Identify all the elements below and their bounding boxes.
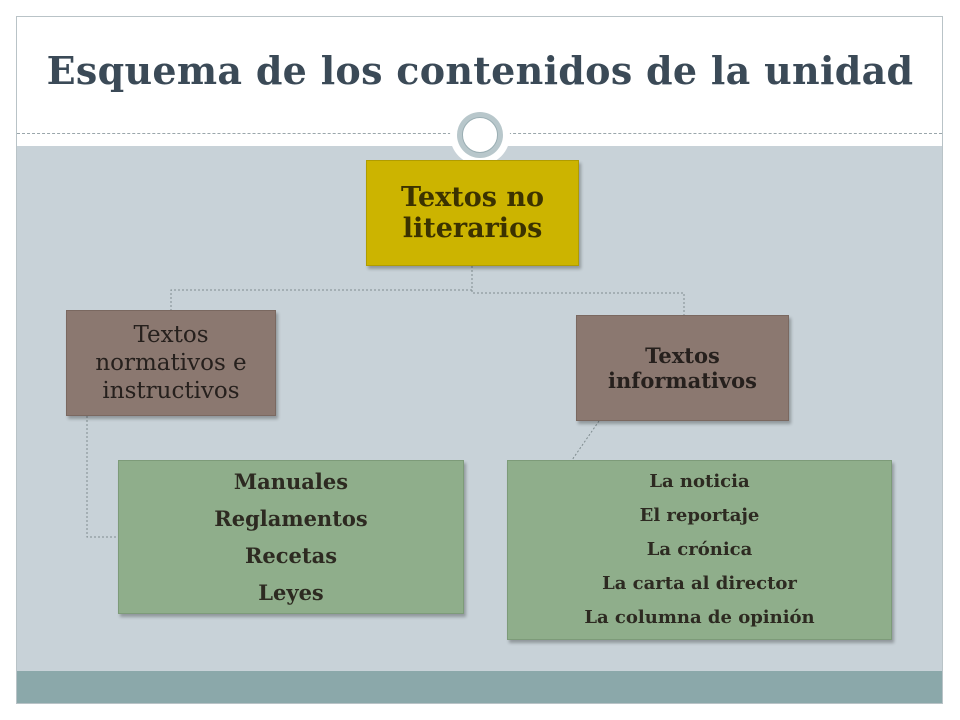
list-item: La noticia (649, 471, 750, 492)
right-leaf-list: La noticia El reportaje La crónica La ca… (507, 460, 892, 640)
list-item: Recetas (244, 543, 338, 568)
list-item: El reportaje (639, 505, 760, 526)
list-item: La crónica (646, 539, 753, 560)
connector-right-to-list (571, 420, 600, 461)
connector-left-to-list (86, 416, 118, 538)
list-item: La columna de opinión (584, 607, 815, 628)
connector-root-to-right (471, 266, 685, 315)
slide-title: Esquema de los contenidos de la unidad (46, 48, 914, 93)
list-item: Manuales (233, 469, 349, 494)
circle-ring-icon-inner (462, 117, 498, 153)
left-branch-label-line: instructivos (102, 378, 240, 404)
connector-root-to-left (170, 266, 473, 310)
right-branch-label-line: informativos (608, 368, 757, 393)
root-node-label-line: Textos no (401, 182, 544, 213)
left-leaf-list: Manuales Reglamentos Recetas Leyes (118, 460, 464, 614)
footer-band (17, 671, 942, 703)
list-item: Leyes (258, 580, 324, 605)
left-branch-label-line: normativos e (95, 350, 247, 376)
right-branch-node: Textos informativos (576, 315, 789, 421)
root-node-label-line: literarios (402, 213, 543, 244)
left-branch-label-line: Textos (133, 322, 209, 348)
list-item: La carta al director (602, 573, 797, 594)
left-branch-node: Textos normativos e instructivos (66, 310, 276, 416)
root-node: Textos no literarios (366, 160, 579, 266)
list-item: Reglamentos (214, 506, 368, 531)
right-branch-label-line: Textos (645, 343, 720, 368)
